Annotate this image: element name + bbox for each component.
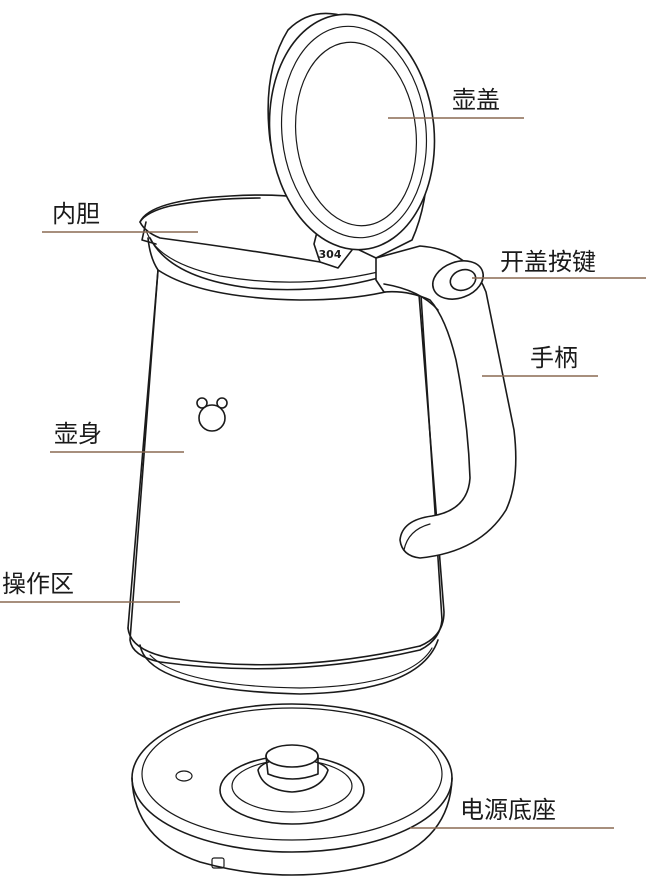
label-lid-button-group: 开盖按键	[472, 248, 646, 279]
kettle-lid	[267, 12, 436, 259]
label-handle-group: 手柄	[482, 344, 598, 377]
bear-logo-icon	[196, 397, 228, 432]
label-lid: 壶盖	[452, 86, 500, 114]
label-power-base: 电源底座	[460, 796, 556, 824]
label-control-area-group: 操作区	[0, 570, 180, 603]
badge-text: 304	[319, 248, 342, 261]
label-power-base-group: 电源底座	[410, 796, 614, 829]
label-handle: 手柄	[530, 344, 578, 372]
label-body: 壶身	[54, 420, 102, 448]
kettle-body	[127, 237, 445, 695]
label-body-group: 壶身	[50, 420, 184, 453]
power-base	[131, 703, 453, 876]
lid-open-button	[432, 260, 484, 300]
kettle-handle	[375, 245, 517, 559]
label-inner-pot-group: 内胆	[42, 200, 198, 233]
label-control-area: 操作区	[2, 570, 74, 598]
inner-pot	[139, 194, 379, 291]
label-inner-pot: 内胆	[52, 200, 100, 228]
label-lid-button: 开盖按键	[500, 248, 596, 276]
label-lid-group: 壶盖	[388, 86, 524, 119]
